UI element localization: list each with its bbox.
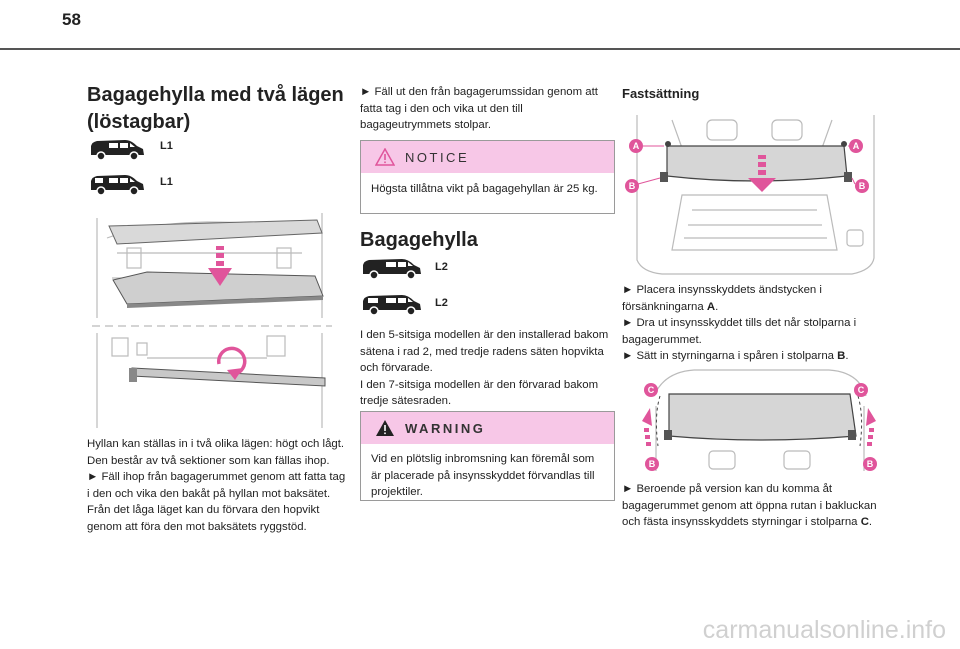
marker-label: C [648,385,655,395]
shelf-positions-illustration [87,208,337,430]
van-short-icon [91,175,144,196]
notice-title: NOTICE [405,149,470,165]
warning-header: WARNING [361,412,614,444]
watermark: carmanualsonline.info [702,616,946,644]
warning-box: WARNING Vid en plötslig inbromsning kan … [360,411,615,501]
middle-body-text: I den 5-sitsiga modellen är den installe… [360,327,612,410]
warning-text: Vid en plötslig inbromsning kan föremål … [371,453,595,498]
unfold-instruction: ► Fäll ut den från bagagerumssidan genom… [360,86,598,131]
van-long-icon [363,295,421,316]
notice-header: NOTICE [361,141,614,173]
step-text: ► Sätt in styrningarna i spåren i stolpa… [622,350,838,362]
van-short-icon [91,140,144,161]
marker-label: B [649,459,656,469]
car-label-l1-b: L1 [160,176,173,188]
warning-title: WARNING [405,420,486,436]
step-text-end: . [868,516,873,528]
step-marker: A [706,300,716,313]
left-body-text: Hyllan kan ställas in i två olika lägen:… [87,436,349,535]
right-instructions: ► Placera insynsskyddets ändstycken i fö… [622,282,886,365]
step-place-endpieces: ► Placera insynsskyddets ändstycken i fö… [622,282,886,315]
seven-seat-paragraph: I den 7-sitsiga modellen är den förvarad… [360,378,599,408]
intro-paragraph: Hyllan kan ställas in i två olika lägen:… [87,438,345,450]
step-marker: C [860,516,869,528]
tailgate-window-illustration: C C B B [634,366,884,478]
five-seat-paragraph: I den 5-sitsiga modellen är den installe… [360,329,609,374]
marker-label: A [853,141,860,151]
step-text: ► Beroende på version kan du komma åt ba… [622,483,877,528]
step-insert-guides: ► Sätt in styrningarna i spåren i stolpa… [622,348,886,365]
bagagehylla-title: Bagagehylla [360,229,478,251]
marker-label: B [629,181,636,191]
step-pull-cover: ► Dra ut insynsskyddet tills det når sto… [622,317,857,346]
marker-label: A [633,141,640,151]
step-text-end: . [845,350,849,362]
step-text-end: . [715,300,719,313]
title-line-2: (löstagbar) [87,111,191,133]
warning-triangle-icon [375,148,395,166]
marker-label: B [867,459,874,469]
car-label-l2-a: L2 [435,261,448,273]
sections-paragraph: Den består av två sektioner som kan fäll… [87,454,330,467]
marker-label: B [859,181,866,191]
car-label-l2-b: L2 [435,297,448,309]
warning-triangle-icon [376,420,394,436]
marker-label: C [858,385,865,395]
cover-mounting-illustration: A A B B [622,110,888,276]
page-number: 58 [62,10,81,29]
notice-text: Högsta tillåtna vikt på bagagehyllan är … [371,183,598,195]
header-rule [0,48,960,50]
step-marker: B [837,350,846,362]
step-tailgate-window: ► Beroende på version kan du komma åt ba… [622,481,884,531]
car-label-l1-a: L1 [160,140,173,152]
fold-instruction: ► Fäll ihop från bagagerummet genom att … [87,471,346,533]
title-line-1: Bagagehylla med två lägen [87,84,344,106]
fastsattning-title: Fastsättning [622,86,700,101]
notice-box: NOTICE Högsta tillåtna vikt på bagagehyl… [360,140,615,214]
section-title: Bagagehylla med två lägen (löstagbar) [87,82,347,136]
van-long-icon [363,259,421,280]
step-text: ► Placera insynsskyddets ändstycken i fö… [622,284,822,313]
